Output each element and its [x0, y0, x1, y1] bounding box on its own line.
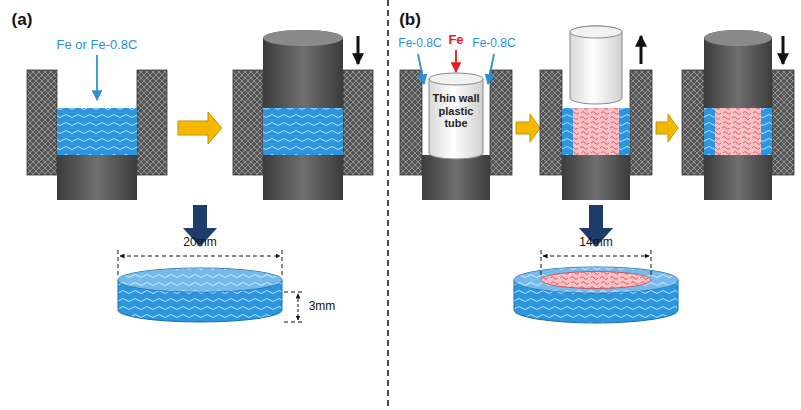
top-punch-face	[704, 30, 772, 46]
leader-arrow	[488, 54, 494, 84]
top-punch-face	[263, 30, 343, 46]
bottom-punch	[57, 155, 137, 200]
bottom-punch	[704, 155, 772, 200]
die-wall	[400, 70, 422, 175]
plastic-tube: Thin wall plastic tube	[428, 72, 484, 160]
die-wall	[27, 70, 57, 175]
die-wall	[682, 70, 704, 175]
powder	[704, 108, 772, 155]
die-wall	[630, 70, 652, 175]
material-label: Fe	[448, 33, 463, 47]
tube-top	[570, 26, 622, 38]
core-powder	[715, 108, 761, 155]
panel-letter: (a)	[12, 11, 33, 30]
dimension-value: 14mm	[579, 236, 612, 249]
motion-arrow	[640, 36, 643, 64]
die-assembly	[400, 70, 512, 200]
disc-specimen	[118, 268, 282, 322]
process-arrow	[178, 112, 222, 144]
powder	[562, 108, 630, 155]
process-arrow	[656, 114, 678, 142]
ring-specimen	[514, 267, 678, 323]
process-arrow	[516, 114, 540, 142]
dimension	[118, 250, 304, 322]
powder	[57, 108, 137, 155]
die-assembly	[682, 30, 794, 200]
die-wall	[233, 70, 263, 175]
motion-arrow	[357, 36, 360, 64]
dimension-value: 20mm	[183, 236, 216, 249]
plastic-tube	[570, 26, 622, 104]
panel-divider	[387, 0, 389, 410]
top-punch	[263, 30, 343, 108]
core-powder	[573, 108, 619, 155]
panel-letter: (b)	[399, 11, 421, 30]
tube-top	[429, 73, 483, 85]
die-assembly	[540, 26, 652, 200]
tube-label: Thin wall plastic tube	[428, 72, 484, 136]
top-punch	[704, 30, 772, 108]
bottom-punch	[263, 155, 343, 200]
dimension-value: 3mm	[309, 300, 336, 313]
material-label: Fe-0.8C	[472, 37, 515, 50]
powder	[263, 108, 343, 155]
die-wall	[343, 70, 373, 175]
die-wall	[490, 70, 512, 175]
die-wall	[137, 70, 167, 175]
bottom-punch	[422, 155, 490, 200]
motion-arrow	[782, 36, 785, 64]
die-wall	[772, 70, 794, 175]
material-label: Fe or Fe-0.8C	[57, 38, 138, 52]
material-label: Fe-0.8C	[398, 37, 441, 50]
leader-arrow	[418, 54, 424, 84]
leader-arrow	[96, 55, 98, 100]
die-wall	[540, 70, 562, 175]
bottom-punch	[562, 155, 630, 200]
die-assembly	[233, 30, 373, 200]
dimension	[541, 250, 651, 278]
leader-arrow	[455, 50, 457, 72]
